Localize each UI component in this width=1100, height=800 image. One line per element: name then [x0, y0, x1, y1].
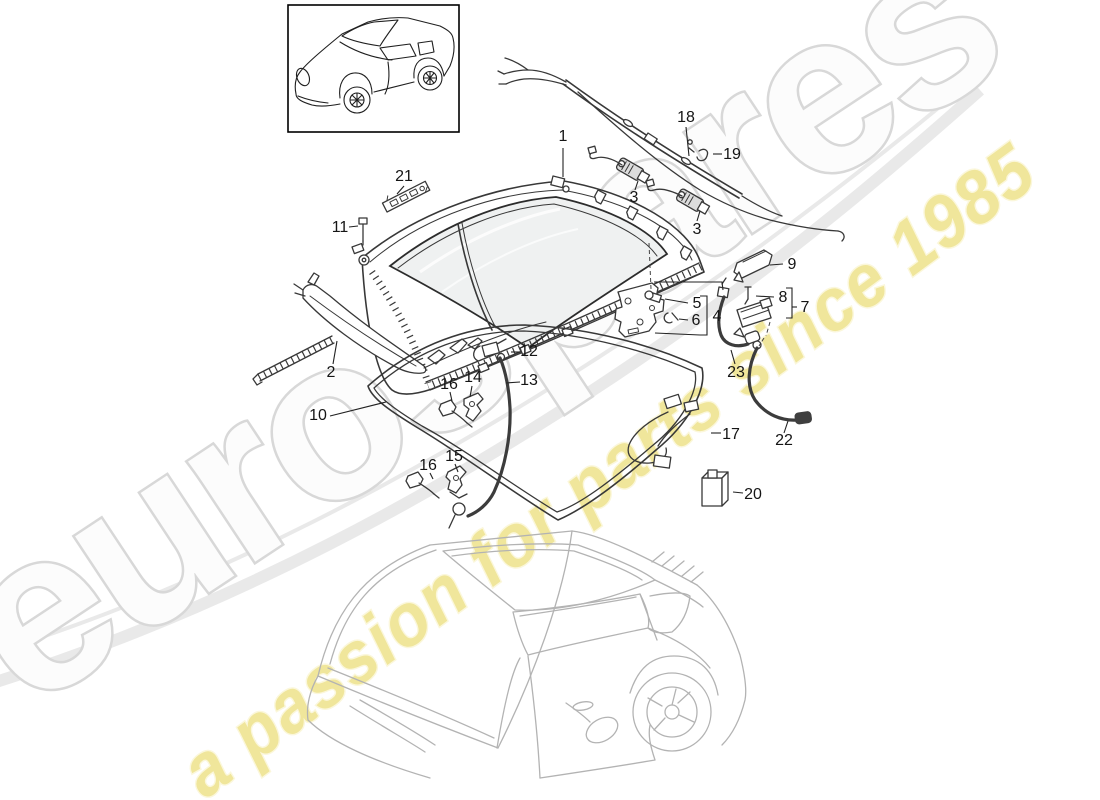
- mount-strip-part-21: [381, 180, 431, 213]
- screw-part-11: [358, 217, 368, 246]
- callout-16b[interactable]: 16: [419, 457, 437, 474]
- drive-unit-part-7-group: [733, 286, 773, 338]
- callout-14[interactable]: 14: [464, 369, 482, 386]
- callout-11[interactable]: 11: [332, 219, 349, 236]
- vehicle-thumbnail: [287, 4, 460, 133]
- drain-hose-front: [448, 352, 512, 529]
- callout-18[interactable]: 18: [677, 109, 695, 126]
- guide-rail-band: [429, 271, 705, 391]
- screw-part-5: [644, 290, 663, 304]
- roof-seal-frame: [367, 324, 704, 521]
- callout-12[interactable]: 12: [520, 343, 538, 360]
- screw-part-16-lower: [405, 471, 440, 499]
- callout-5[interactable]: 5: [693, 295, 702, 312]
- callout-4[interactable]: 4: [713, 308, 722, 325]
- bracket-part-15: [445, 465, 468, 499]
- vent-hose-part-23: [716, 277, 761, 348]
- pin-part-8: [744, 286, 752, 305]
- callout-21[interactable]: 21: [395, 168, 413, 185]
- callout-3a[interactable]: 3: [630, 189, 639, 206]
- callout-labels: 1 2 3 3 4 5 6 7 8 9 10 11 12 13 14 15 16…: [309, 109, 809, 503]
- glass-roof-assembly: [252, 175, 705, 395]
- vehicle-roof-location-drawing: [306, 530, 747, 779]
- callout-22[interactable]: 22: [775, 432, 793, 449]
- frame-apex-bracket: [550, 175, 566, 189]
- callout-1[interactable]: 1: [559, 128, 568, 145]
- callout-23[interactable]: 23: [727, 364, 745, 381]
- wind-deflector: [293, 272, 547, 374]
- wiring-harness-part-17: [627, 393, 700, 469]
- callout-20[interactable]: 20: [744, 486, 762, 503]
- callout-9[interactable]: 9: [788, 256, 797, 273]
- reference-lines: [648, 242, 797, 347]
- callout-2[interactable]: 2: [327, 364, 336, 381]
- drain-hose-rear-part-22: [747, 340, 812, 425]
- hose-clamp-part-12: [473, 338, 507, 362]
- left-rail-tip: [252, 335, 335, 386]
- callout-leader-lines: [329, 126, 789, 494]
- latch-plate-assembly: [614, 282, 679, 338]
- control-unit-part-20: [701, 469, 729, 507]
- watermark: eurospares a passion for parts since 198…: [0, 0, 1052, 800]
- callout-13[interactable]: 13: [520, 372, 538, 389]
- callout-3b[interactable]: 3: [693, 221, 702, 238]
- clip-part-6: [663, 312, 679, 324]
- callout-17[interactable]: 17: [722, 426, 740, 443]
- callout-19[interactable]: 19: [723, 146, 741, 163]
- cable-motor-rear: [645, 178, 711, 215]
- frame-clip-icons: [594, 189, 693, 261]
- callout-15[interactable]: 15: [445, 448, 463, 465]
- thumbnail-border: [287, 4, 460, 133]
- glass-divider: [457, 223, 493, 331]
- bracket-part-14: [463, 392, 484, 422]
- callout-16a[interactable]: 16: [440, 376, 458, 393]
- drive-cable-rail: [497, 57, 845, 242]
- screw-part-16-upper: [438, 399, 473, 428]
- cable-motor-front: [587, 145, 651, 184]
- bracket-part-9: [733, 249, 773, 283]
- callout-8[interactable]: 8: [779, 289, 788, 306]
- callout-10[interactable]: 10: [309, 407, 327, 424]
- callout-6[interactable]: 6: [692, 312, 701, 329]
- callout-7[interactable]: 7: [801, 299, 810, 316]
- watermark-swoosh-ribbon: [0, 85, 984, 688]
- watermark-swoosh-line: [0, 88, 962, 653]
